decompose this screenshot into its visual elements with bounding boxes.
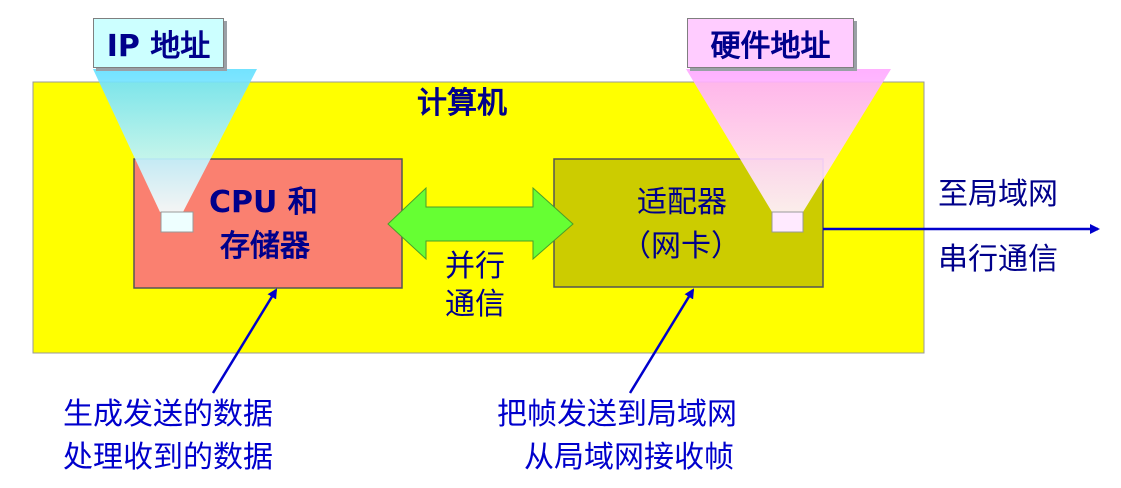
serial-label: 串行通信 <box>938 242 1058 277</box>
adapter-note-line2: 从局域网接收帧 <box>524 440 734 475</box>
parallel-label-line1: 并行 <box>445 249 505 284</box>
cpu-label-line2: 存储器 <box>220 229 310 264</box>
adapter-pointer-arrow <box>628 288 695 394</box>
hardware-beam <box>686 69 891 212</box>
to-lan-label: 至局域网 <box>938 177 1058 212</box>
parallel-bus-arrow <box>387 186 574 261</box>
parallel-label-line2: 通信 <box>445 287 505 322</box>
cpu-label-line1: CPU 和 <box>209 185 318 220</box>
adapter-label-line1: 适配器 <box>637 185 727 220</box>
ip-beam-end <box>160 211 194 233</box>
computer-title: 计算机 <box>417 86 507 121</box>
cpu-note-line2: 处理收到的数据 <box>63 440 273 475</box>
cpu-note-line1: 生成发送的数据 <box>63 397 273 432</box>
ip-beam <box>93 69 257 212</box>
adapter-note-line1: 把帧发送到局域网 <box>497 397 737 432</box>
cpu-pointer-arrow <box>211 288 278 394</box>
adapter-label-line2: （网卡） <box>621 229 741 264</box>
hardware-beam-end <box>771 211 804 233</box>
ip-address-label: IP 地址 <box>93 18 224 68</box>
hardware-address-label: 硬件地址 <box>687 18 854 68</box>
